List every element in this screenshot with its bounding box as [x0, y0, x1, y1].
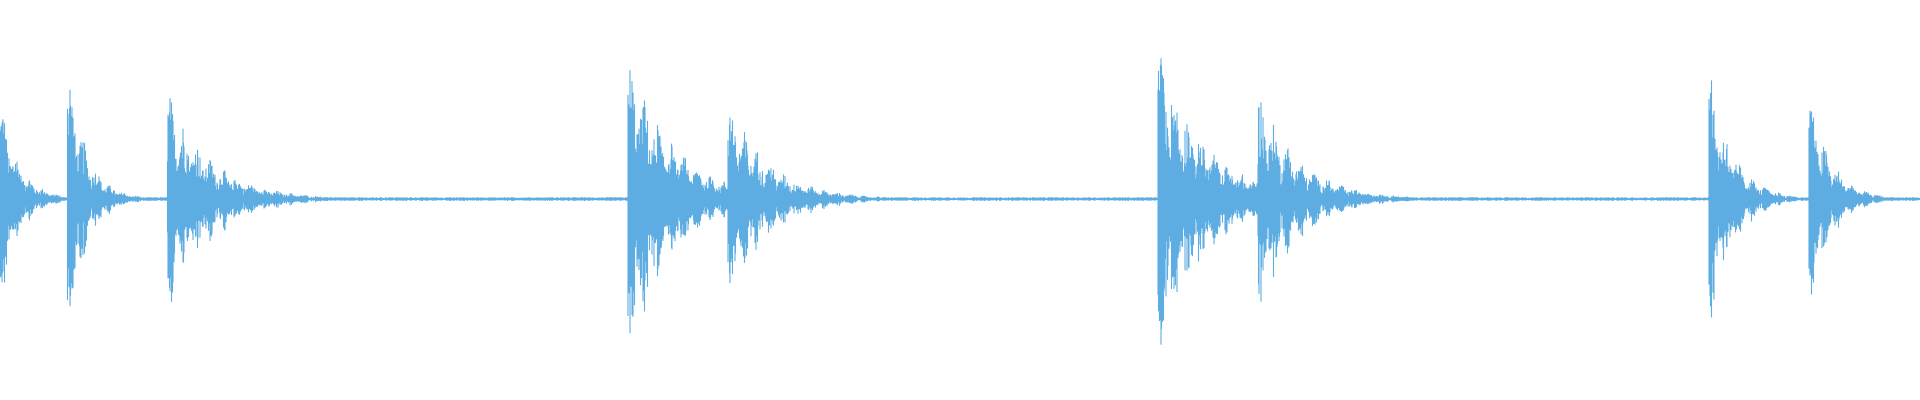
- waveform-envelope: [0, 58, 1920, 345]
